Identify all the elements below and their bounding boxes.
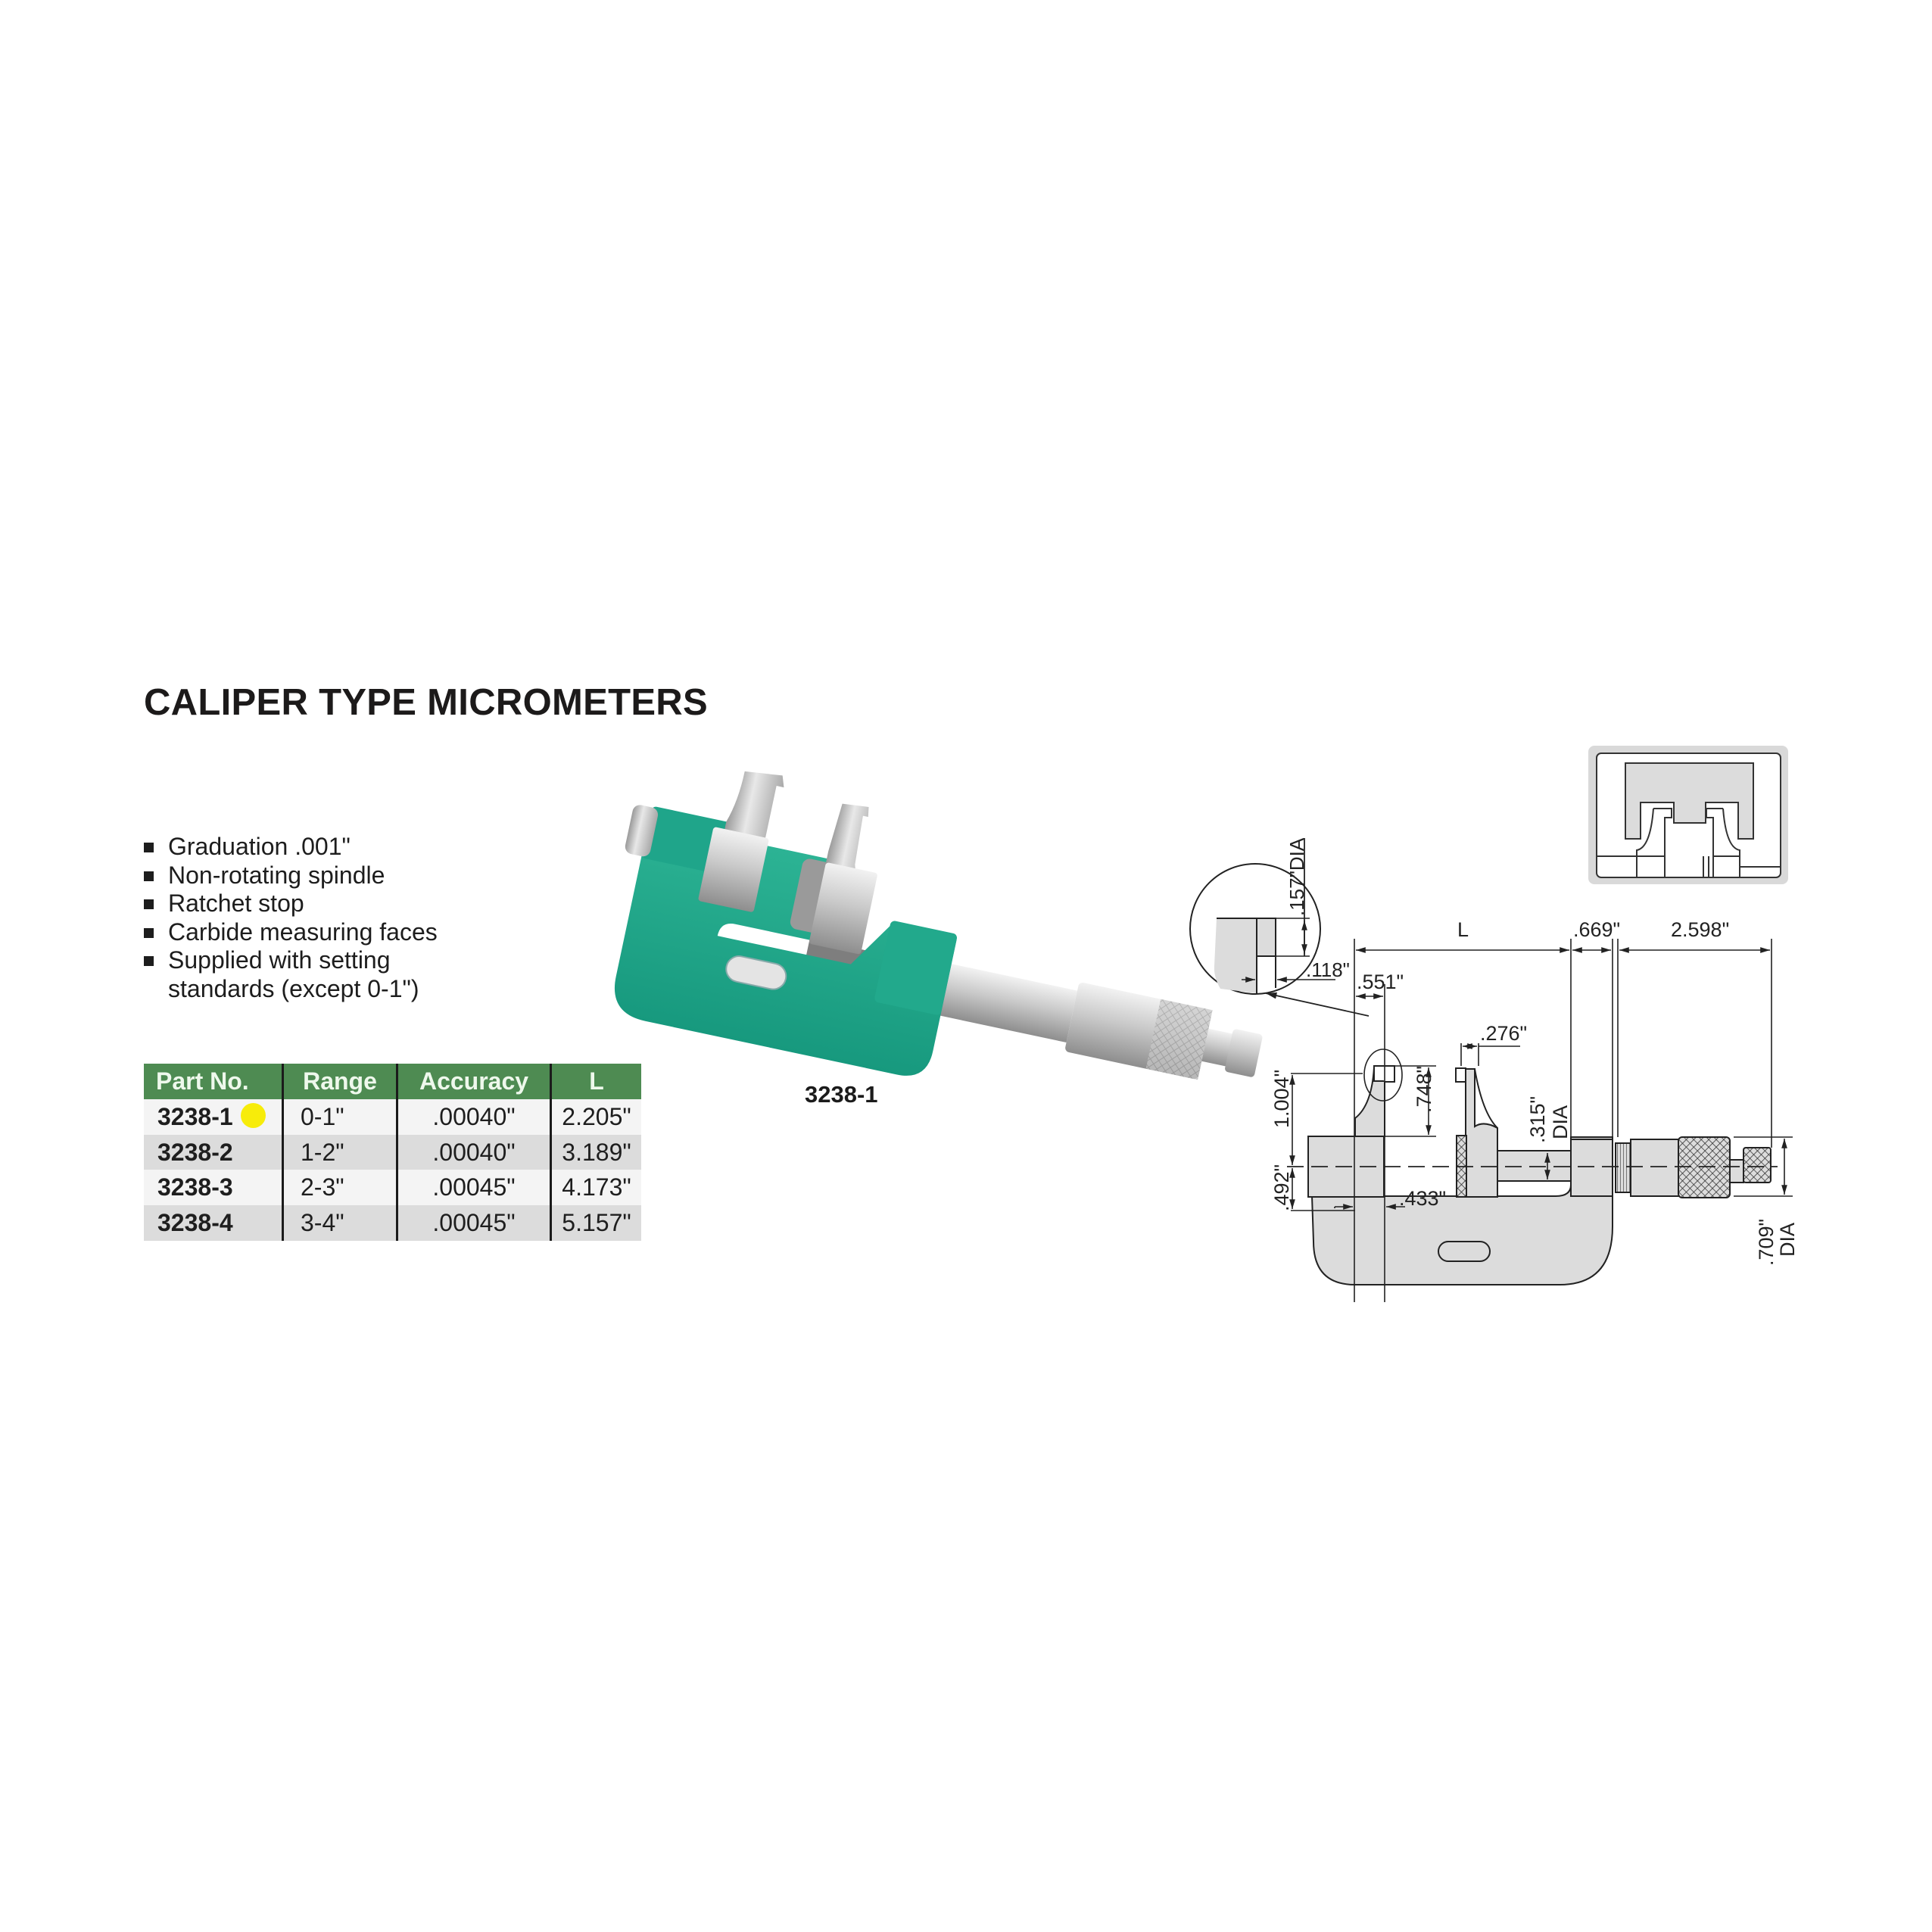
part-no-cell: 3238-4 — [144, 1205, 283, 1241]
dim-709-dia: DIA — [1776, 1223, 1799, 1257]
column-header-range: Range — [282, 1064, 397, 1099]
dim-276: .276" — [1480, 1022, 1527, 1045]
feature-text: Ratchet stop — [168, 890, 304, 918]
column-header-l: L — [550, 1064, 641, 1099]
feature-item: Ratchet stop — [144, 890, 438, 918]
dim-2598: 2.598" — [1671, 918, 1729, 941]
product-photo-caption: 3238-1 — [805, 1081, 878, 1108]
table-row: 3238-2 1-2" .00040" 3.189" — [144, 1134, 641, 1170]
feature-item: Carbide measuring faces — [144, 918, 438, 947]
dim-315: .315" — [1526, 1096, 1549, 1143]
dim-433: .433" — [1399, 1187, 1446, 1210]
accuracy-cell: .00045" — [396, 1170, 551, 1206]
range-cell: 3-4" — [282, 1205, 397, 1241]
dim-l: L — [1457, 918, 1469, 941]
table-row: 3238-1 0-1" .00040" 2.205" — [144, 1099, 641, 1135]
table-header-row: Part No. Range Accuracy L — [144, 1064, 641, 1099]
page-title: CALIPER TYPE MICROMETERS — [144, 682, 708, 723]
dim-709: .709" — [1755, 1219, 1778, 1266]
feature-text: Non-rotating spindle — [168, 861, 385, 889]
dim-492: .492" — [1270, 1164, 1293, 1211]
column-header-part-no: Part No. — [144, 1064, 283, 1099]
l-cell: 3.189" — [550, 1134, 641, 1170]
anvil-magnified-detail: .157"DIA .118" — [1189, 837, 1370, 1017]
square-bullet-icon — [144, 956, 154, 967]
range-cell: 1-2" — [282, 1134, 397, 1170]
l-cell: 2.205" — [550, 1099, 641, 1135]
dim-157-dia: .157"DIA — [1285, 837, 1308, 916]
column-header-accuracy: Accuracy — [396, 1064, 551, 1099]
accuracy-cell: .00040" — [396, 1099, 551, 1135]
feature-item-continuation: standards (except 0-1") — [144, 975, 438, 1004]
range-cell: 2-3" — [282, 1170, 397, 1206]
dim-1004: 1.004" — [1270, 1070, 1293, 1128]
square-bullet-icon — [144, 927, 154, 938]
micrometer-side-view — [1307, 1049, 1772, 1285]
feature-text: Carbide measuring faces — [168, 918, 438, 946]
dim-748: .748" — [1413, 1066, 1435, 1113]
l-cell: 5.157" — [550, 1205, 641, 1241]
l-cell: 4.173" — [550, 1170, 641, 1206]
feature-text: standards (except 0-1") — [168, 974, 419, 1002]
feature-text: Graduation .001" — [168, 833, 351, 860]
table-row: 3238-3 2-3" .00045" 4.173" — [144, 1170, 641, 1206]
feature-item: Graduation .001" — [144, 833, 438, 862]
dim-669: .669" — [1573, 918, 1620, 941]
feature-text: Supplied with setting — [168, 946, 391, 974]
accuracy-cell: .00045" — [396, 1205, 551, 1241]
square-bullet-icon — [144, 899, 154, 910]
square-bullet-icon — [144, 871, 154, 881]
range-cell: 0-1" — [282, 1099, 397, 1135]
feature-item: Supplied with setting — [144, 946, 438, 975]
yellow-dot-marker-icon — [240, 1102, 266, 1128]
part-no-cell: 3238-2 — [144, 1134, 283, 1170]
dim-551: .551" — [1357, 971, 1404, 993]
dimension-lines — [1289, 939, 1793, 1302]
spec-table: Part No. Range Accuracy L 3238-1 0-1" .0… — [144, 1064, 641, 1241]
dim-315-dia: DIA — [1549, 1105, 1572, 1139]
part-no-cell: 3238-1 — [144, 1099, 283, 1135]
micrometer-image — [614, 771, 1263, 1080]
jaw-detail-inset — [1588, 746, 1788, 884]
dim-118: .118" — [1306, 958, 1350, 981]
square-bullet-icon — [144, 843, 154, 852]
part-no: 3238-1 — [157, 1102, 233, 1130]
table-row: 3238-4 3-4" .00045" 5.157" — [144, 1205, 641, 1241]
part-no-cell: 3238-3 — [144, 1170, 283, 1206]
feature-item: Non-rotating spindle — [144, 862, 438, 890]
accuracy-cell: .00040" — [396, 1134, 551, 1170]
feature-list: Graduation .001" Non-rotating spindle Ra… — [144, 833, 438, 1004]
